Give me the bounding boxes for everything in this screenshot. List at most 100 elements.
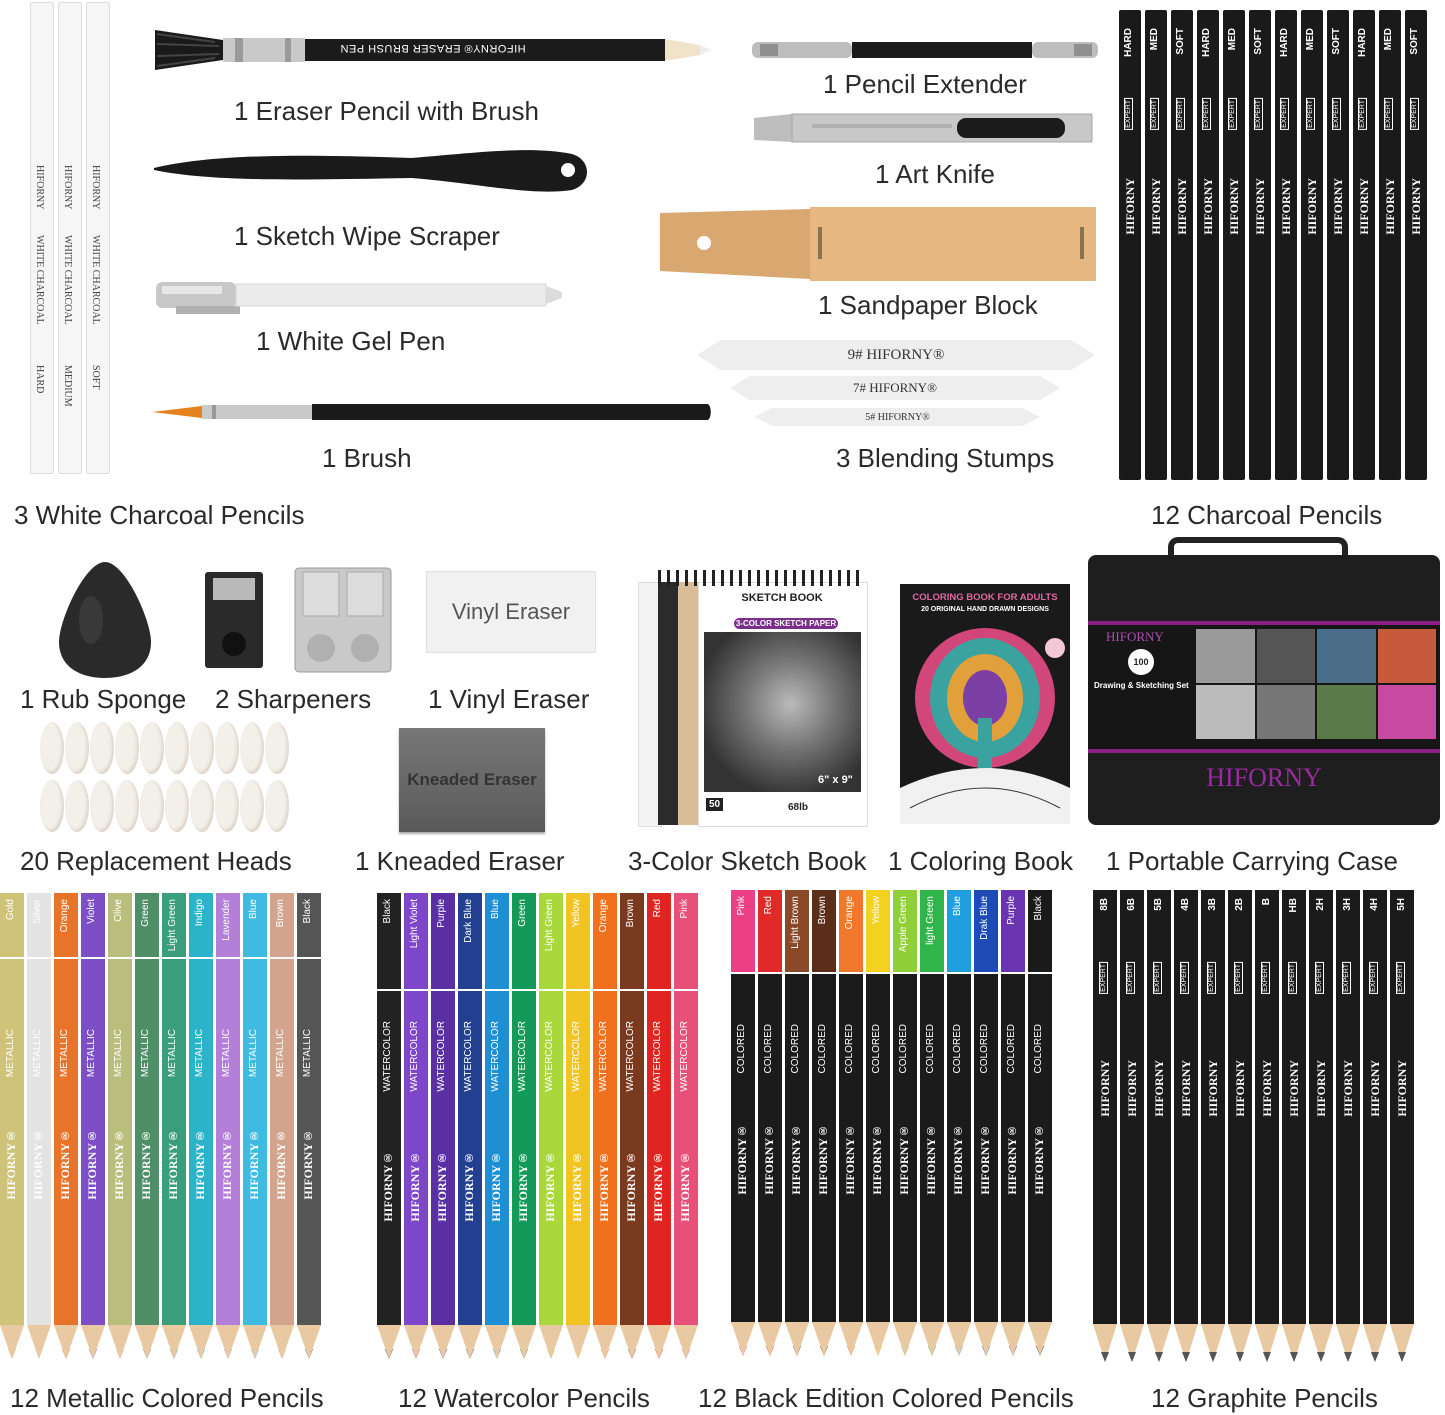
charcoal-brand: HIFORNY bbox=[1305, 178, 1319, 235]
watercolor-pencil-color-name: Pink bbox=[679, 899, 690, 919]
watercolor-pencil-cap: Yellow bbox=[566, 893, 590, 989]
metallic-pencil-color-name: Lavender bbox=[221, 899, 232, 941]
coloring-book-art bbox=[900, 628, 1070, 824]
charcoal-line: EXPERT bbox=[1410, 98, 1419, 130]
black-edition-pencil-tip bbox=[839, 1322, 863, 1356]
charcoal-grade: MED bbox=[1149, 28, 1160, 51]
replacement-head bbox=[190, 722, 214, 774]
white-charcoal-name: WHITE CHARCOAL bbox=[34, 235, 45, 325]
charcoal-line: EXPERT bbox=[1228, 98, 1237, 130]
replacement-head bbox=[90, 780, 114, 832]
metallic-pencil-color-name: Orange bbox=[59, 899, 70, 933]
sketch-book-title: SKETCH BOOK bbox=[741, 592, 823, 604]
watercolor-pencil-type: WATERCOLOR bbox=[490, 1021, 501, 1092]
metallic-pencil-color-name: Silver bbox=[32, 899, 43, 925]
charcoal-line: EXPERT bbox=[1254, 98, 1263, 130]
metallic-pencil-color-name: Olive bbox=[113, 899, 124, 922]
metallic-pencil-type: METALLIC bbox=[194, 1029, 205, 1078]
watercolor-pencil-type: WATERCOLOR bbox=[652, 1021, 663, 1092]
metallic-pencil-brand: HIFORNY® bbox=[31, 1129, 45, 1200]
black-edition-pencil-cap: Apple Green bbox=[893, 890, 917, 972]
replacement-head bbox=[90, 722, 114, 774]
white-charcoal-brand: HIFORNY bbox=[90, 165, 101, 210]
watercolor-pencil-tip bbox=[620, 1325, 644, 1359]
graphite-grade: 4B bbox=[1180, 898, 1191, 911]
watercolor-pencil-brand: HIFORNY® bbox=[597, 1151, 611, 1222]
charcoal-brand: HIFORNY bbox=[1357, 178, 1371, 235]
watercolor-pencil-color-name: Orange bbox=[598, 899, 609, 933]
black-edition-pencil-cap: Pink bbox=[731, 890, 755, 972]
black-edition-pencil-type: COLORED bbox=[1006, 1024, 1017, 1074]
sketch-book-sheets: 50 bbox=[706, 798, 724, 811]
metallic-pencil-type: METALLIC bbox=[275, 1029, 286, 1078]
graphite-brand: HIFORNY bbox=[1287, 1060, 1301, 1117]
black-edition-pencil-brand: HIFORNY® bbox=[735, 1124, 749, 1195]
charcoal-line: EXPERT bbox=[1150, 98, 1159, 130]
charcoal-grade: MED bbox=[1305, 28, 1316, 51]
replacement-head bbox=[240, 780, 264, 832]
sketch-book-band: 3-COLOR SKETCH PAPER bbox=[734, 618, 838, 629]
pencil-extender-label: 1 Pencil Extender bbox=[823, 69, 1027, 99]
watercolor-pencil-tip bbox=[566, 1325, 590, 1359]
sketch-book-cover-art bbox=[704, 632, 861, 792]
eraser-pencil-print: HIFORNY® ERASER BRUSH PEN bbox=[340, 42, 526, 54]
black-edition-pencil-brand: HIFORNY® bbox=[1005, 1124, 1019, 1195]
graphite-grade: HB bbox=[1288, 898, 1299, 913]
carrying-case-brand: HIFORNY bbox=[1206, 763, 1322, 792]
watercolor-pencil-color-name: Blue bbox=[490, 899, 501, 920]
metallic-pencil-brand: HIFORNY® bbox=[193, 1129, 207, 1200]
graphite-line: EXPERT bbox=[1099, 962, 1108, 994]
watercolor-pencil-cap: Light Green bbox=[539, 893, 563, 989]
metallic-pencil-brand: HIFORNY® bbox=[166, 1129, 180, 1200]
watercolor-pencil-brand: HIFORNY® bbox=[543, 1151, 557, 1222]
watercolor-pencil-cap: Black bbox=[377, 893, 401, 989]
graphite-line: EXPERT bbox=[1207, 962, 1216, 994]
kneaded-eraser-print: Kneaded Eraser bbox=[407, 770, 537, 789]
black-edition-pencil-tip bbox=[812, 1322, 836, 1356]
sketch-book-size: 6" x 9" bbox=[818, 774, 853, 786]
charcoal-line: EXPERT bbox=[1176, 98, 1185, 130]
metallic-pencil-cap: Black bbox=[297, 893, 321, 957]
replacement-head bbox=[215, 780, 239, 832]
metallic-pencil-brand: HIFORNY® bbox=[58, 1129, 72, 1200]
watercolor-label: 12 Watercolor Pencils bbox=[398, 1383, 650, 1413]
black-edition-pencil-cap: Purple bbox=[1001, 890, 1025, 972]
metallic-pencil-color-name: Brown bbox=[275, 899, 286, 928]
replacement-head bbox=[65, 780, 89, 832]
replacement-head bbox=[240, 722, 264, 774]
black-edition-pencil-tip bbox=[974, 1322, 998, 1356]
white-charcoal-grade: MEDIUM bbox=[62, 365, 73, 407]
carrying-case-gallery bbox=[1196, 629, 1436, 739]
watercolor-pencil-cap: Orange bbox=[593, 893, 617, 989]
metallic-pencil-type: METALLIC bbox=[302, 1029, 313, 1078]
charcoal-grade: HARD bbox=[1201, 28, 1212, 57]
black-edition-pencil-type: COLORED bbox=[736, 1024, 747, 1074]
rub-sponge-image bbox=[59, 562, 151, 678]
charcoal-grade: SOFT bbox=[1331, 28, 1342, 55]
metallic-pencil-color-name: Green bbox=[140, 899, 151, 927]
sandpaper-block-image bbox=[660, 207, 1096, 281]
